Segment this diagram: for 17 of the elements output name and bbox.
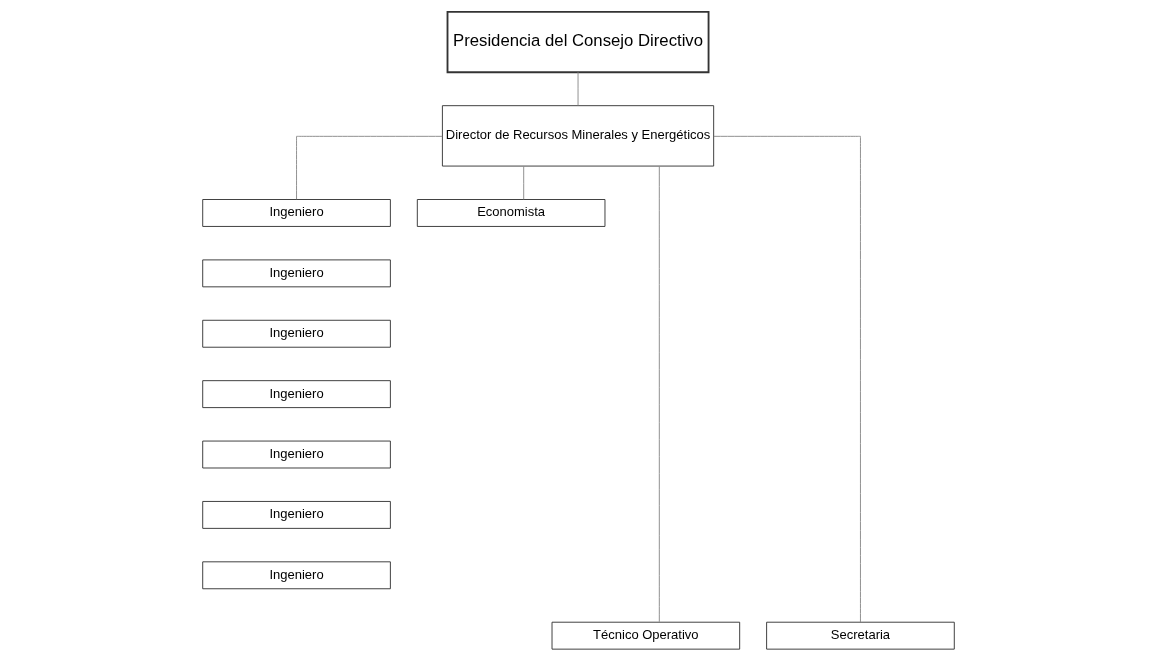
node-box: Presidencia del Consejo Directivo — [446, 10, 709, 74]
node-box: Economista — [416, 199, 605, 227]
node-box: Director de Recursos Minerales y Energéticos — [441, 105, 714, 167]
node-box: Ingeniero — [201, 199, 391, 227]
node-box: Ingeniero — [201, 500, 391, 529]
node-box: Ingeniero — [201, 561, 391, 590]
node-box: Ingeniero — [201, 259, 391, 288]
node-box: Secretaria — [765, 621, 955, 650]
connector — [712, 135, 861, 623]
connector — [295, 135, 443, 200]
node-box: Técnico Operativo — [551, 621, 740, 650]
connector — [658, 165, 660, 623]
node-box: Ingeniero — [201, 319, 391, 348]
node-box: Ingeniero — [201, 440, 391, 469]
connector — [577, 71, 578, 106]
node-box: Ingeniero — [201, 380, 391, 409]
connector — [522, 165, 524, 200]
